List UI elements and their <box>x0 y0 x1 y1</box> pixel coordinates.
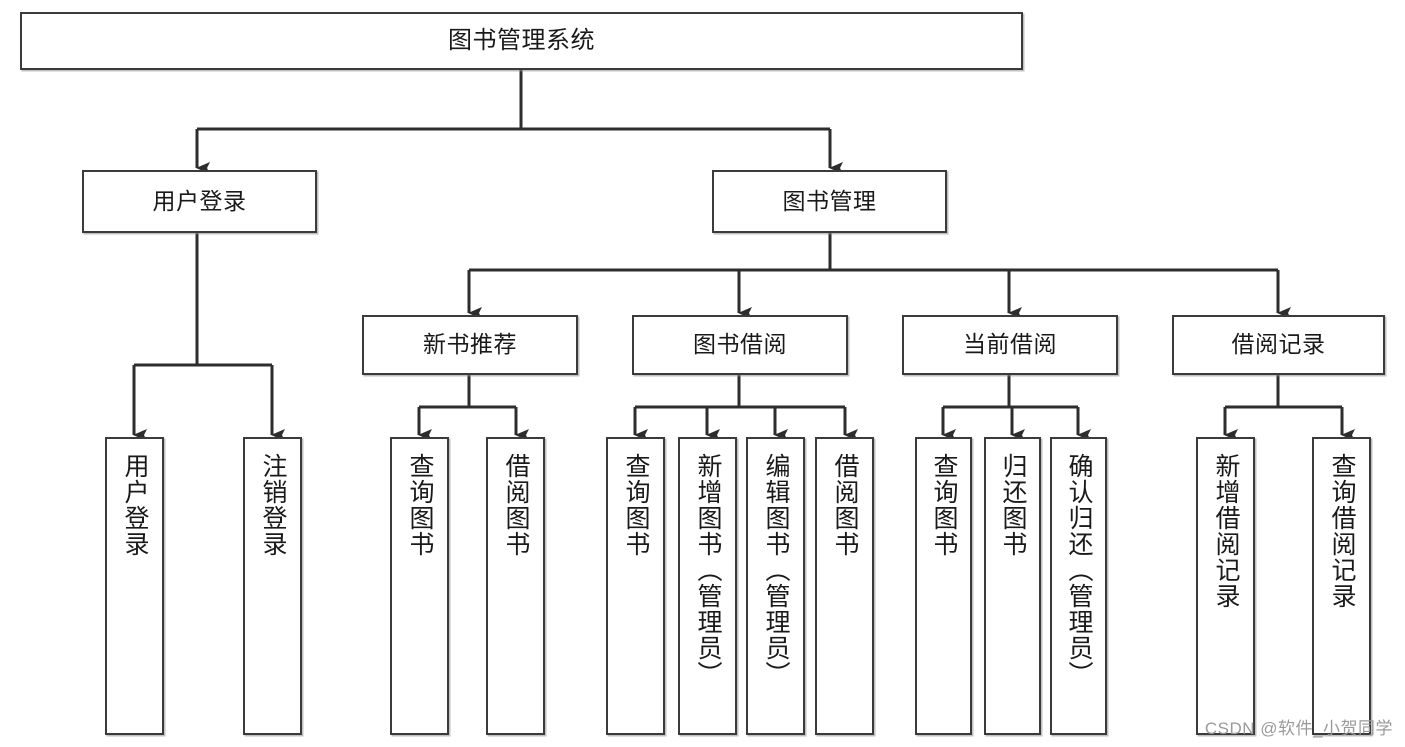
node-label: 图书借阅 <box>693 331 787 358</box>
node-label: 借阅图书 <box>502 453 530 557</box>
node-book-manage[interactable]: 图书管理 <box>712 170 947 233</box>
csdn-watermark: CSDN @软件_小贺同学 <box>1204 719 1393 738</box>
node-new-book-recommend[interactable]: 新书推荐 <box>362 315 578 375</box>
node-label: 当前借阅 <box>963 331 1057 358</box>
leaf-user-login[interactable]: 用户登录 <box>105 437 164 735</box>
node-label: 借阅图书 <box>831 453 859 557</box>
node-label: 查询图书 <box>406 453 434 557</box>
node-label: 新书推荐 <box>423 331 517 358</box>
leaf-query-borrow-record[interactable]: 查询借阅记录 <box>1312 437 1371 735</box>
node-label: 确认归还（管理员） <box>1065 453 1093 687</box>
node-root-book-management-system[interactable]: 图书管理系统 <box>20 12 1023 70</box>
node-label: 图书管理 <box>782 187 877 214</box>
node-label: 用户登录 <box>121 453 149 557</box>
node-label: 图书管理系统 <box>448 26 595 54</box>
node-user-login[interactable]: 用户登录 <box>82 170 317 233</box>
node-current-borrow[interactable]: 当前借阅 <box>902 315 1118 375</box>
node-label: 查询图书 <box>622 453 650 557</box>
leaf-query-book-2[interactable]: 查询图书 <box>606 437 665 735</box>
leaf-borrow-book-1[interactable]: 借阅图书 <box>486 437 545 735</box>
leaf-query-book-1[interactable]: 查询图书 <box>390 437 449 735</box>
node-borrow-record[interactable]: 借阅记录 <box>1172 315 1385 375</box>
node-label: 编辑图书（管理员） <box>762 453 790 687</box>
leaf-add-borrow-record[interactable]: 新增借阅记录 <box>1196 437 1255 735</box>
node-book-borrow[interactable]: 图书借阅 <box>632 315 848 375</box>
leaf-query-book-3[interactable]: 查询图书 <box>915 437 972 735</box>
node-label: 注销登录 <box>259 453 287 557</box>
node-label: 新增借阅记录 <box>1212 453 1240 609</box>
node-label: 借阅记录 <box>1231 331 1326 358</box>
leaf-confirm-return-admin[interactable]: 确认归还（管理员） <box>1050 437 1107 735</box>
node-label: 用户登录 <box>152 187 247 214</box>
leaf-edit-book-admin[interactable]: 编辑图书（管理员） <box>746 437 805 735</box>
node-label: 查询借阅记录 <box>1328 453 1356 609</box>
leaf-logout-login[interactable]: 注销登录 <box>243 437 302 735</box>
node-label: 新增图书（管理员） <box>694 453 722 687</box>
node-label: 查询图书 <box>930 453 958 557</box>
leaf-borrow-book-2[interactable]: 借阅图书 <box>815 437 874 735</box>
leaf-return-book[interactable]: 归还图书 <box>984 437 1041 735</box>
leaf-add-book-admin[interactable]: 新增图书（管理员） <box>678 437 737 735</box>
node-label: 归还图书 <box>999 453 1027 557</box>
